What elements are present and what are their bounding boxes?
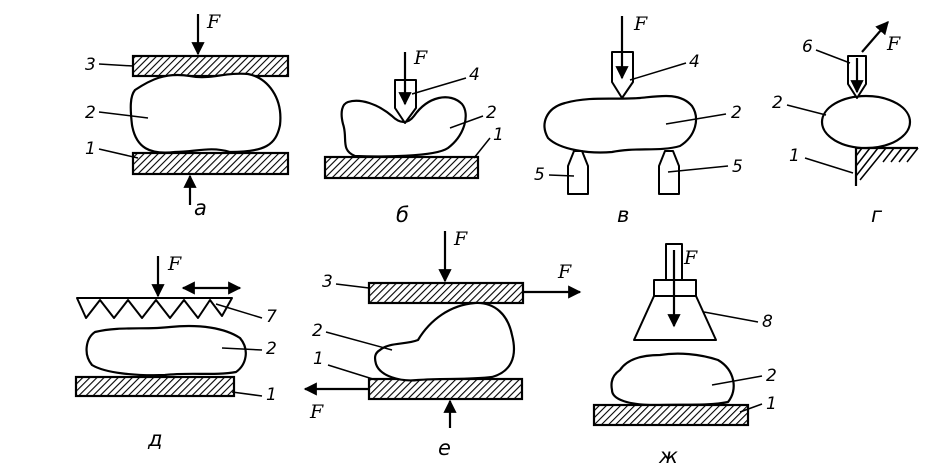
leader-line: [231, 391, 263, 397]
leader-line: [221, 347, 263, 351]
panel-caption: в: [617, 203, 629, 227]
panel-g: F 6 2 1 г: [772, 21, 919, 227]
leader-line: [327, 364, 377, 381]
force-label: F: [886, 33, 901, 55]
panel-zh: F 8 2 1 ж: [592, 243, 777, 468]
callout-1: 1: [766, 394, 777, 414]
leader-line: [815, 49, 851, 64]
leader-line: [325, 331, 393, 351]
base-plate: [592, 403, 750, 427]
leader-line: [786, 104, 827, 116]
callout-1: 1: [266, 385, 277, 405]
leader-line: [98, 111, 149, 119]
callout-1: 1: [85, 139, 96, 159]
leader-line: [98, 63, 134, 67]
lower-plate: [131, 151, 290, 176]
rock-sample: [610, 352, 735, 407]
leader-line: [665, 113, 727, 125]
leader-line: [703, 311, 759, 323]
callout-3: 3: [322, 272, 333, 292]
leader-line: [215, 303, 263, 319]
panel-caption: д: [147, 427, 163, 451]
callout-2: 2: [772, 93, 783, 113]
support-hatching: [855, 147, 919, 181]
callout-3: 3: [85, 55, 96, 75]
panel-caption: а: [194, 196, 207, 220]
leader-line: [629, 62, 687, 81]
leader-line: [449, 115, 484, 129]
force-arrow-oblique: [861, 21, 889, 53]
panel-a: F 3 2 1 а: [85, 11, 290, 220]
leader-line: [667, 165, 729, 173]
callout-7: 7: [266, 307, 277, 327]
leader-line: [473, 137, 491, 159]
callout-8: 8: [762, 312, 773, 332]
upper-plate: [131, 54, 290, 78]
force-label-right: F: [557, 261, 572, 283]
rock-sample: [373, 301, 516, 382]
callout-2: 2: [766, 366, 777, 386]
callout-2: 2: [266, 339, 277, 359]
leader-line: [739, 403, 763, 413]
callout-6: 6: [802, 37, 813, 57]
force-label: F: [683, 247, 698, 269]
panel-caption: е: [438, 436, 451, 460]
callout-4: 4: [469, 65, 480, 85]
callout-2: 2: [486, 103, 497, 123]
leader-line: [411, 77, 467, 95]
support-left: [567, 150, 589, 195]
panel-v: F 4 2 5 5 в: [534, 13, 743, 227]
rock-sample: [85, 324, 247, 377]
callout-4: 4: [689, 52, 700, 72]
panel-d: F 7 2 1 д: [74, 253, 277, 451]
rock-sample: [129, 72, 282, 154]
panel-caption: ж: [658, 444, 678, 468]
callout-1: 1: [493, 125, 504, 145]
force-label: F: [413, 47, 428, 69]
force-label: F: [167, 253, 182, 275]
leader-line: [548, 174, 575, 177]
callout-1: 1: [789, 146, 800, 166]
leader-line: [335, 283, 370, 289]
panel-e: F F F 3 2 1 е: [303, 228, 582, 460]
leader-line: [711, 375, 763, 386]
lower-plate: [367, 377, 524, 401]
base-plate: [323, 155, 480, 180]
panel-caption: г: [871, 203, 883, 227]
toothed-plate: [76, 297, 233, 319]
rock-sample: [340, 96, 467, 158]
callout-5-left: 5: [534, 165, 545, 185]
leader-line: [804, 157, 854, 174]
rock-sample: [820, 94, 912, 150]
panel-b: F 4 2 1 б: [323, 47, 504, 227]
leader-line: [98, 148, 139, 159]
force-label-left: F: [309, 401, 324, 423]
base-plate: [74, 375, 236, 398]
panel-caption: б: [396, 203, 409, 227]
callout-2: 2: [312, 321, 323, 341]
callout-2: 2: [85, 103, 96, 123]
force-label-top: F: [453, 228, 468, 250]
upper-plate: [367, 281, 525, 305]
force-label: F: [633, 13, 648, 35]
callout-1: 1: [313, 349, 324, 369]
callout-5-right: 5: [732, 157, 743, 177]
callout-2: 2: [731, 103, 742, 123]
rock-sample: [543, 94, 698, 154]
force-label-top: F: [206, 11, 221, 33]
